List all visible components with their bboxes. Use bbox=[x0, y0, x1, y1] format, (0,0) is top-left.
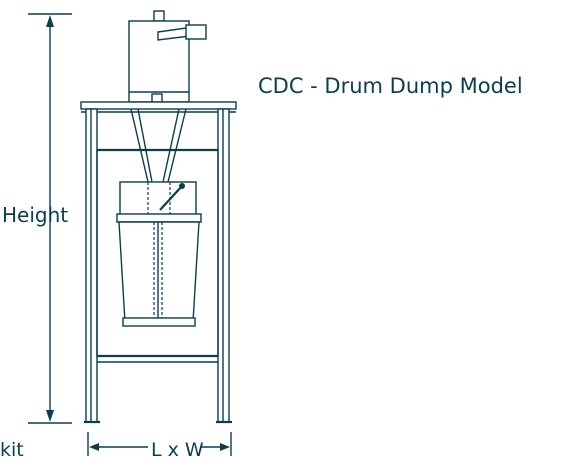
enclosure bbox=[96, 148, 219, 363]
lw-arrow-left bbox=[89, 443, 99, 451]
dimension-label: L x W bbox=[151, 439, 204, 461]
housing-cap bbox=[153, 10, 165, 22]
height-arrow-top bbox=[46, 15, 54, 27]
access-port bbox=[151, 93, 163, 103]
drum-lid bbox=[119, 181, 197, 217]
height-label: Height bbox=[2, 203, 69, 227]
dump-lever bbox=[159, 185, 183, 211]
height-dimension bbox=[28, 13, 72, 424]
drum-assembly bbox=[116, 181, 202, 327]
height-arrow-bottom bbox=[46, 410, 54, 422]
top-plate-bar bbox=[80, 101, 237, 110]
drum-body bbox=[118, 221, 200, 323]
lw-arrow-right bbox=[220, 443, 230, 451]
hopper-cone bbox=[130, 108, 187, 183]
filter-housing bbox=[128, 10, 207, 103]
drum-base bbox=[122, 317, 196, 327]
drum-rim bbox=[116, 213, 202, 223]
model-title: CDC - Drum Dump Model bbox=[258, 74, 523, 98]
lw-dimension bbox=[87, 432, 232, 456]
inlet-flange bbox=[185, 24, 207, 40]
top-plate bbox=[80, 101, 237, 113]
kit-label: kit bbox=[0, 439, 24, 461]
